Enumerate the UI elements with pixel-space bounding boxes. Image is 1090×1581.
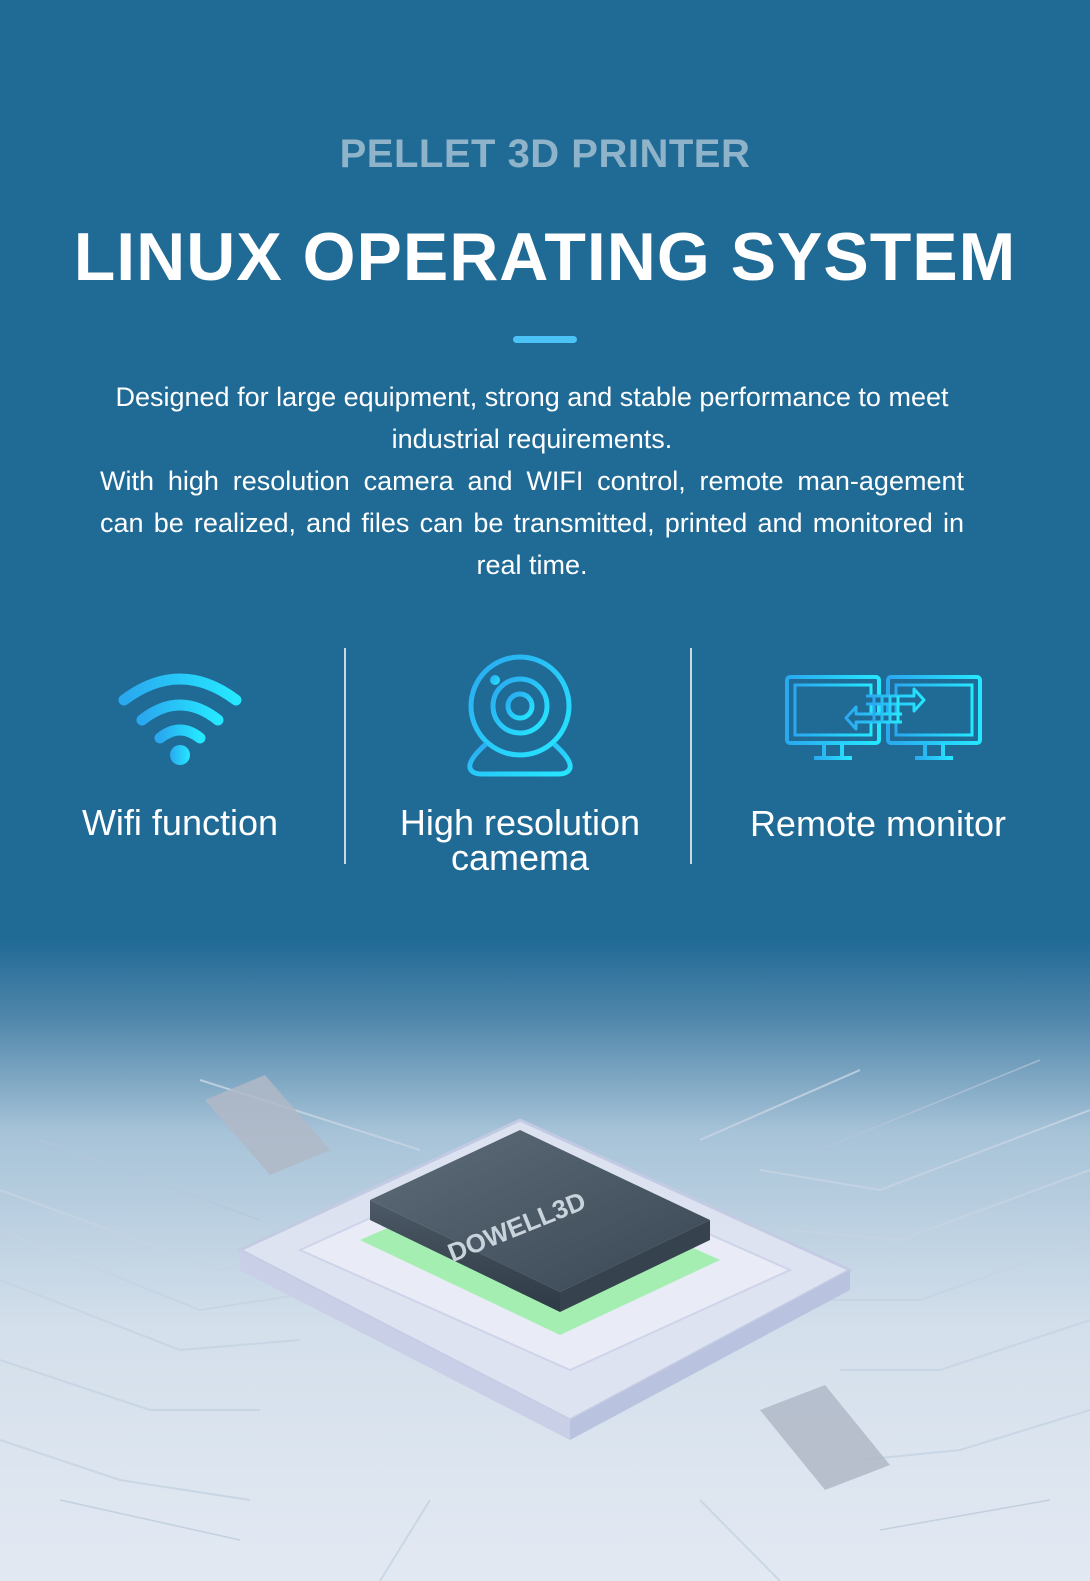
feature-remote: Remote monitor (714, 650, 1054, 890)
page-title: LINUX OPERATING SYSTEM (73, 219, 1017, 295)
feature-divider-1 (344, 648, 346, 864)
feature-label-camera-line-1: High resolution (399, 802, 641, 843)
title-accent-bar (513, 336, 577, 343)
feature-divider-2 (690, 648, 692, 864)
webcam-icon (467, 654, 573, 777)
chip-illustration: DOWELL3D (0, 940, 1090, 1581)
eyebrow-label: PELLET 3D PRINTER (339, 132, 751, 176)
feature-label-wifi: Wifi function (81, 802, 279, 843)
description: Designed for large equipment, strong and… (100, 376, 964, 586)
feature-label-camera-line-2: camema (450, 837, 590, 878)
description-paragraph-1: Designed for large equipment, strong and… (115, 382, 949, 454)
dual-monitor-icon (785, 675, 982, 760)
description-paragraph-2: With high resolution camera and WIFI con… (100, 466, 964, 580)
feature-row: Wifi function High resolution camema (0, 648, 1090, 890)
feature-camera: High resolution camema (350, 650, 690, 890)
wifi-icon (118, 673, 242, 765)
feature-wifi: Wifi function (10, 650, 350, 890)
feature-label-remote: Remote monitor (749, 803, 1007, 844)
